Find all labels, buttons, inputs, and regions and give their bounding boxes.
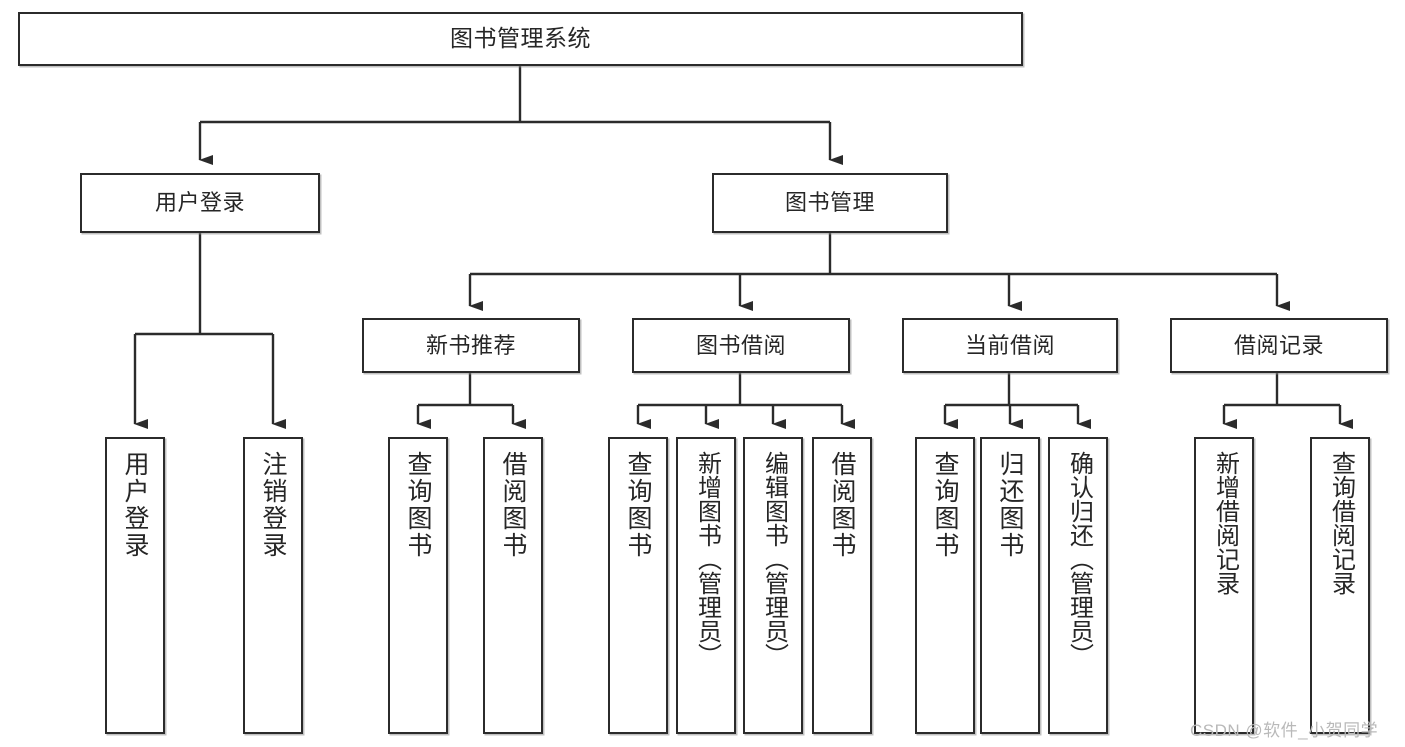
node-leaf-borrow-add-book[interactable]: 新增图书（管理员） — [676, 437, 736, 734]
node-current-borrow-label: 当前借阅 — [964, 332, 1055, 358]
node-new-book-recommend-label: 新书推荐 — [425, 332, 516, 358]
node-user-login[interactable]: 用户登录 — [80, 173, 320, 233]
node-leaf-user-logout[interactable]: 注销登录 — [243, 437, 303, 734]
node-leaf-borrow-query-book-label: 查询图书 — [624, 451, 652, 559]
edges-book-borrow — [636, 373, 855, 429]
watermark: CSDN @软件_小贺同学 — [1190, 721, 1379, 740]
node-leaf-rec-borrow-book[interactable]: 借阅图书 — [483, 437, 543, 734]
node-root-label: 图书管理系统 — [450, 25, 591, 52]
node-leaf-cur-return-book[interactable]: 归还图书 — [980, 437, 1040, 734]
node-leaf-rec-query-record[interactable]: 查询借阅记录 — [1310, 437, 1370, 734]
node-leaf-user-logout-label: 注销登录 — [259, 451, 287, 559]
node-leaf-cur-return-book-label: 归还图书 — [996, 451, 1024, 559]
edges-book-manage — [468, 233, 1290, 311]
node-book-borrow[interactable]: 图书借阅 — [632, 318, 850, 373]
node-leaf-borrow-borrow-book[interactable]: 借阅图书 — [812, 437, 872, 734]
node-leaf-cur-confirm-return[interactable]: 确认归还（管理员） — [1048, 437, 1108, 734]
edges-new-book-recommend — [416, 373, 526, 429]
node-new-book-recommend[interactable]: 新书推荐 — [362, 318, 580, 373]
node-book-borrow-label: 图书借阅 — [695, 332, 786, 358]
edges-current-borrow — [943, 373, 1091, 429]
node-leaf-rec-borrow-book-label: 借阅图书 — [499, 451, 527, 559]
node-leaf-rec-query-book[interactable]: 查询图书 — [388, 437, 448, 734]
node-current-borrow[interactable]: 当前借阅 — [902, 318, 1118, 373]
node-book-manage[interactable]: 图书管理 — [712, 173, 948, 233]
node-borrow-record-label: 借阅记录 — [1233, 332, 1324, 358]
node-leaf-borrow-edit-book[interactable]: 编辑图书（管理员） — [743, 437, 803, 734]
edges-user-login — [133, 233, 286, 429]
node-leaf-cur-query-book[interactable]: 查询图书 — [915, 437, 975, 734]
node-leaf-rec-add-record[interactable]: 新增借阅记录 — [1194, 437, 1254, 734]
node-book-manage-label: 图书管理 — [784, 190, 875, 216]
edges-borrow-record — [1222, 373, 1353, 429]
node-leaf-rec-query-book-label: 查询图书 — [404, 451, 432, 559]
node-leaf-cur-confirm-return-label: 确认归还（管理员） — [1065, 451, 1093, 667]
node-root[interactable]: 图书管理系统 — [18, 12, 1023, 66]
node-leaf-borrow-query-book[interactable]: 查询图书 — [608, 437, 668, 734]
node-leaf-user-login-label: 用户登录 — [121, 451, 149, 559]
node-leaf-rec-add-record-label: 新增借阅记录 — [1211, 451, 1239, 595]
node-leaf-borrow-add-book-label: 新增图书（管理员） — [693, 451, 721, 667]
node-leaf-borrow-edit-book-label: 编辑图书（管理员） — [760, 451, 788, 667]
node-leaf-cur-query-book-label: 查询图书 — [931, 451, 959, 559]
edges-root — [198, 66, 843, 165]
node-borrow-record[interactable]: 借阅记录 — [1170, 318, 1388, 373]
node-leaf-rec-query-record-label: 查询借阅记录 — [1327, 451, 1355, 595]
node-user-login-label: 用户登录 — [154, 190, 245, 216]
node-leaf-borrow-borrow-book-label: 借阅图书 — [828, 451, 856, 559]
node-leaf-user-login[interactable]: 用户登录 — [105, 437, 165, 734]
